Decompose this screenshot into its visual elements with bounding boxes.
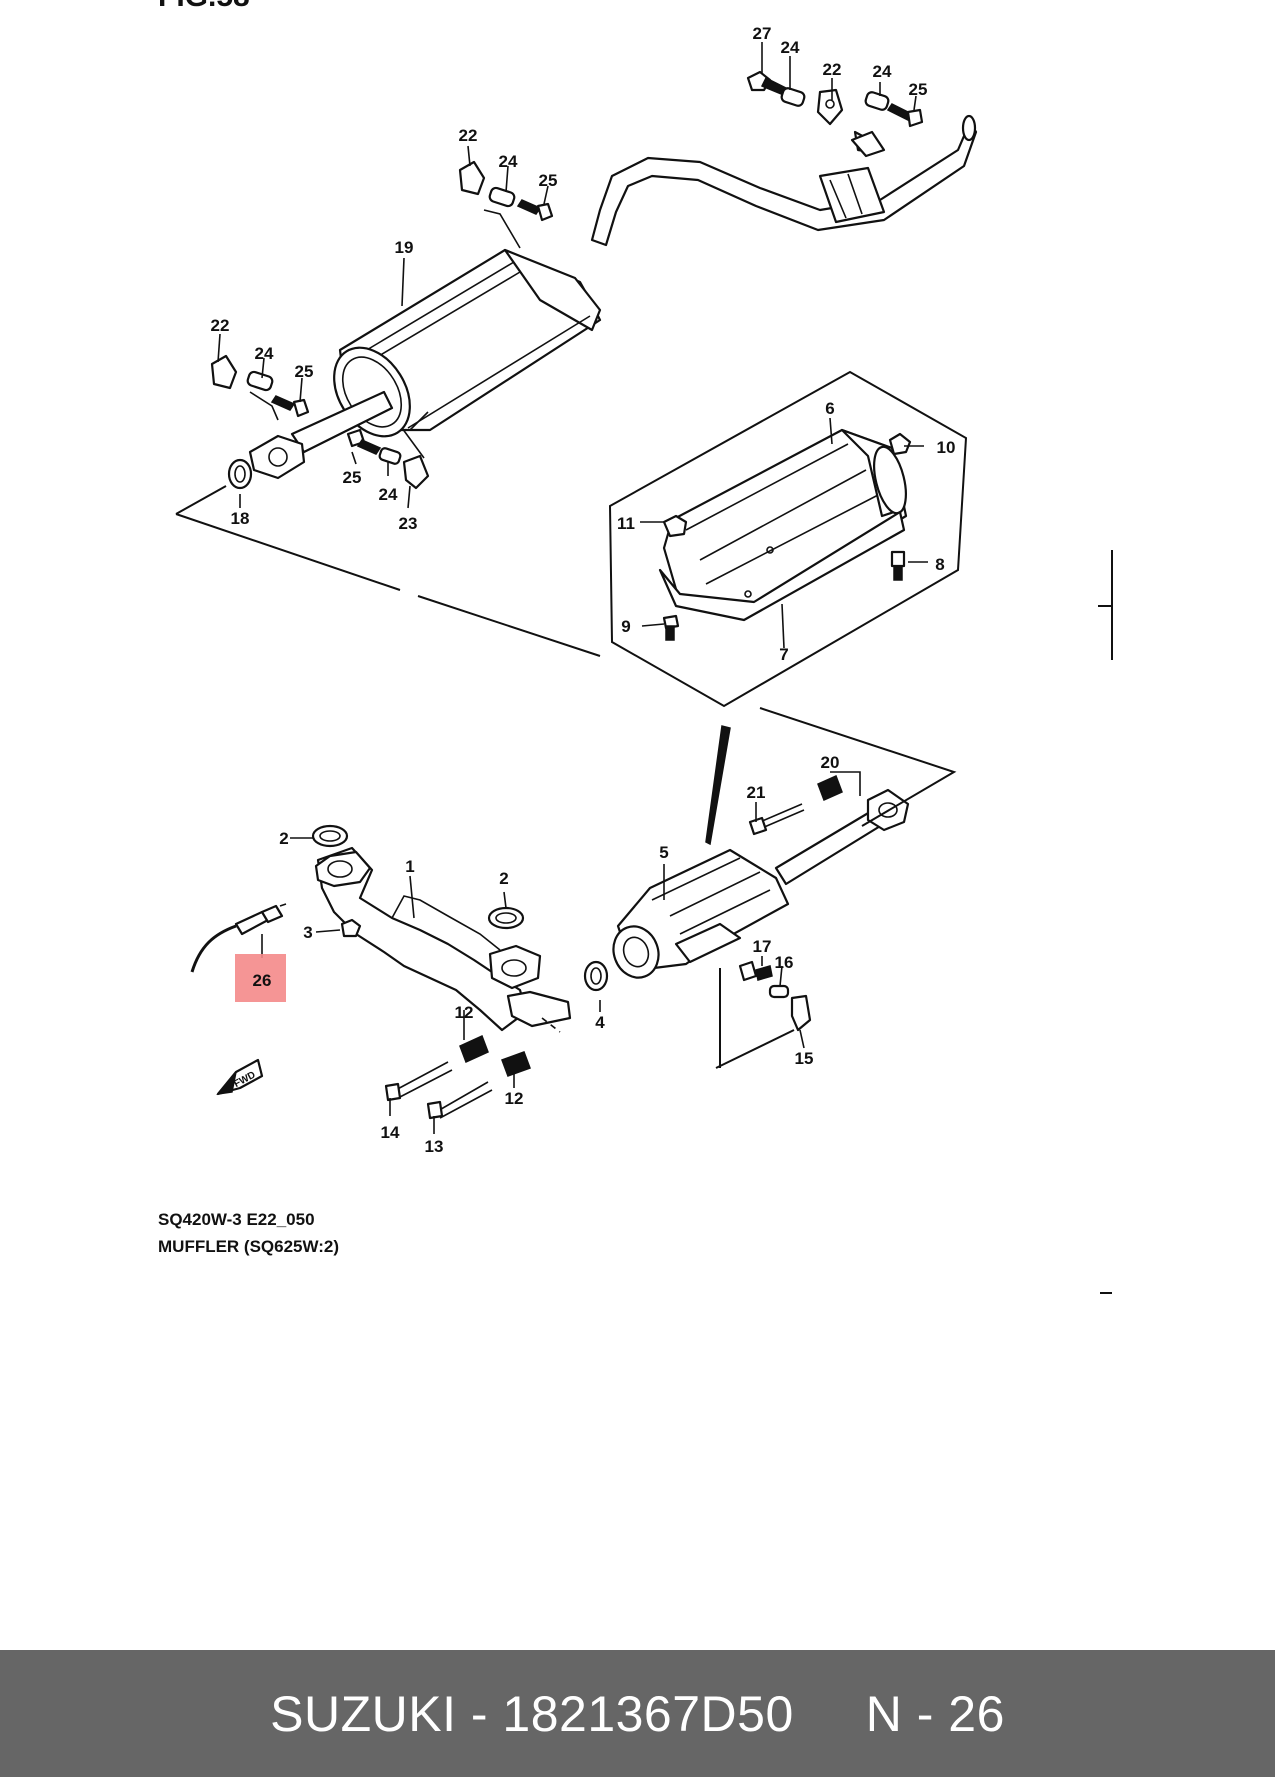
callout-24: 24	[379, 485, 398, 504]
highlight-box-part-26	[235, 954, 286, 1002]
callout-16: 16	[775, 953, 794, 972]
callout-8: 8	[935, 555, 944, 574]
figure-title: MUFFLER (SQ625W:2)	[158, 1237, 340, 1256]
callout-19: 19	[395, 238, 414, 257]
callout-25: 25	[909, 80, 928, 99]
callout-22: 22	[211, 316, 230, 335]
callout-22: 22	[823, 60, 842, 79]
callout-10: 10	[937, 438, 956, 457]
callout-2: 2	[499, 869, 508, 888]
forward-direction-arrow: FWD	[216, 1058, 264, 1096]
callout-24: 24	[499, 152, 518, 171]
callout-7: 7	[779, 645, 788, 664]
callout-12: 12	[505, 1089, 524, 1108]
callout-21: 21	[747, 783, 766, 802]
callout-27: 27	[753, 24, 772, 43]
edge-dash-mark	[1100, 1292, 1112, 1294]
reference-lines	[175, 485, 1113, 1069]
callout-2: 2	[279, 829, 288, 848]
callout-25: 25	[343, 468, 362, 487]
callout-numbers: 27 24 22 24 25 22 24 25 19 22 24 25 25 2…	[211, 24, 956, 1156]
callout-6: 6	[825, 399, 834, 418]
callout-24: 24	[255, 344, 274, 363]
figure-code: SQ420W-3 E22_050	[158, 1210, 315, 1229]
callout-20: 20	[821, 753, 840, 772]
callout-11: 11	[617, 514, 635, 533]
footer-bar: SUZUKI - 1821367D50 N - 26	[0, 1650, 1275, 1777]
figure-header: FIG.58	[158, 0, 250, 13]
front-pipe-assembly	[311, 824, 609, 1120]
callout-3: 3	[303, 923, 312, 942]
callout-23: 23	[399, 514, 418, 533]
leader-lines	[217, 42, 928, 1134]
catalytic-converter-detail	[608, 370, 968, 708]
callout-15: 15	[795, 1049, 814, 1068]
callout-9: 9	[621, 617, 630, 636]
callout-25: 25	[295, 362, 314, 381]
callout-13: 13	[425, 1137, 444, 1156]
callout-18: 18	[231, 509, 250, 528]
exhaust-parts-diagram: FIG.58	[158, 0, 1113, 1156]
callout-4: 4	[595, 1013, 605, 1032]
callout-24: 24	[781, 38, 800, 57]
callout-17: 17	[753, 937, 772, 956]
callout-25: 25	[539, 171, 558, 190]
callout-14: 14	[381, 1123, 400, 1142]
callout-1: 1	[405, 857, 414, 876]
rear-hanger-hardware	[746, 70, 924, 158]
muffler-hanger-hardware	[210, 160, 554, 490]
oxygen-sensor	[190, 903, 287, 973]
center-pipe-converter	[612, 774, 910, 1032]
callout-24: 24	[873, 62, 892, 81]
callout-22: 22	[459, 126, 478, 145]
callout-26: 26	[253, 971, 272, 990]
callout-12: 12	[455, 1003, 474, 1022]
part-number-label: SUZUKI - 1821367D50 N - 26	[270, 1685, 1005, 1742]
callout-5: 5	[659, 843, 668, 862]
muffler-assembly	[248, 114, 978, 480]
